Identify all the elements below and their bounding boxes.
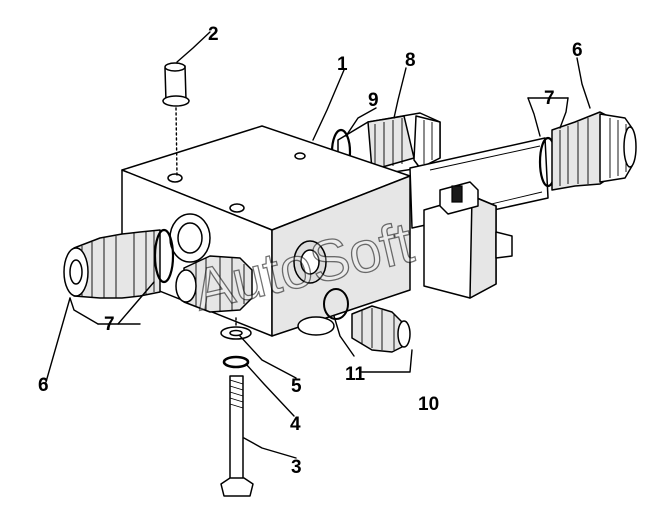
o-ring-7-left xyxy=(153,228,175,284)
callout-4: 4 xyxy=(290,414,301,435)
callout-1: 1 xyxy=(337,54,348,75)
washer-5 xyxy=(220,326,252,340)
cap-2 xyxy=(162,62,190,177)
leader-lines xyxy=(45,31,591,459)
bolt-3 xyxy=(220,317,254,497)
solenoid-coil xyxy=(423,181,513,299)
fitting-10 xyxy=(351,305,411,353)
callout-8: 8 xyxy=(405,50,416,71)
fitting-6-right xyxy=(551,111,637,191)
callout-7-right-label: 7 xyxy=(544,88,555,109)
callout-11: 11 xyxy=(345,364,366,385)
callout-6-left: 6 xyxy=(38,375,49,396)
front-hex-fitting xyxy=(175,255,253,313)
callout-3: 3 xyxy=(291,457,302,478)
callout-9: 9 xyxy=(368,90,379,111)
spring-washer-4 xyxy=(222,355,250,369)
callout-7-left: 7 xyxy=(104,314,115,335)
callout-2: 2 xyxy=(208,24,219,45)
callout-6-right: 6 xyxy=(572,40,583,61)
callout-10: 10 xyxy=(418,394,439,415)
fitting-6-left xyxy=(63,229,161,299)
callout-5: 5 xyxy=(291,376,302,397)
